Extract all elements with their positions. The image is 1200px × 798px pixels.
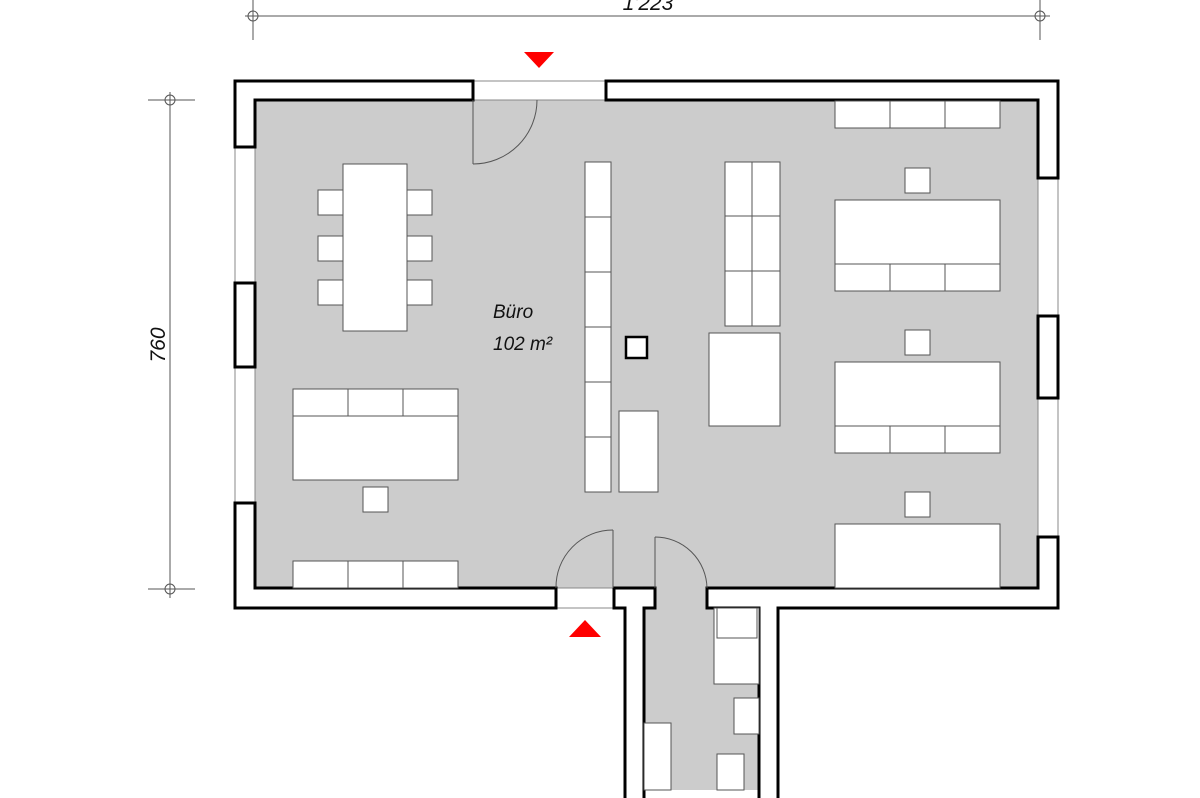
height-dimension-label: 760: [147, 327, 170, 362]
width-dimension-label: 1'223: [623, 0, 674, 15]
cabinet: [724, 161, 781, 327]
chair: [904, 167, 931, 194]
shelf: [292, 560, 459, 589]
entrance-marker-bottom: [569, 620, 601, 637]
entrance-marker-top: [524, 52, 554, 68]
desk: [292, 388, 459, 481]
meeting-table: [317, 163, 433, 332]
room-area: 102 m²: [493, 334, 553, 355]
chair: [362, 486, 389, 513]
desk: [834, 361, 1001, 454]
column: [624, 335, 649, 360]
walls: [233, 79, 1060, 798]
desk: [834, 523, 1001, 589]
height-dimension: [148, 92, 195, 598]
table: [708, 332, 781, 427]
desk: [834, 199, 1001, 292]
shelf: [584, 161, 612, 493]
cabinet: [618, 410, 659, 493]
shelf: [834, 100, 1001, 129]
door: [472, 99, 708, 589]
room-name: Büro: [493, 302, 533, 323]
chair: [904, 329, 931, 356]
washroom-door-opening: [655, 588, 707, 608]
width-dimension: [245, 0, 1050, 40]
washroom-fixtures: [643, 607, 760, 791]
chair: [904, 491, 931, 518]
